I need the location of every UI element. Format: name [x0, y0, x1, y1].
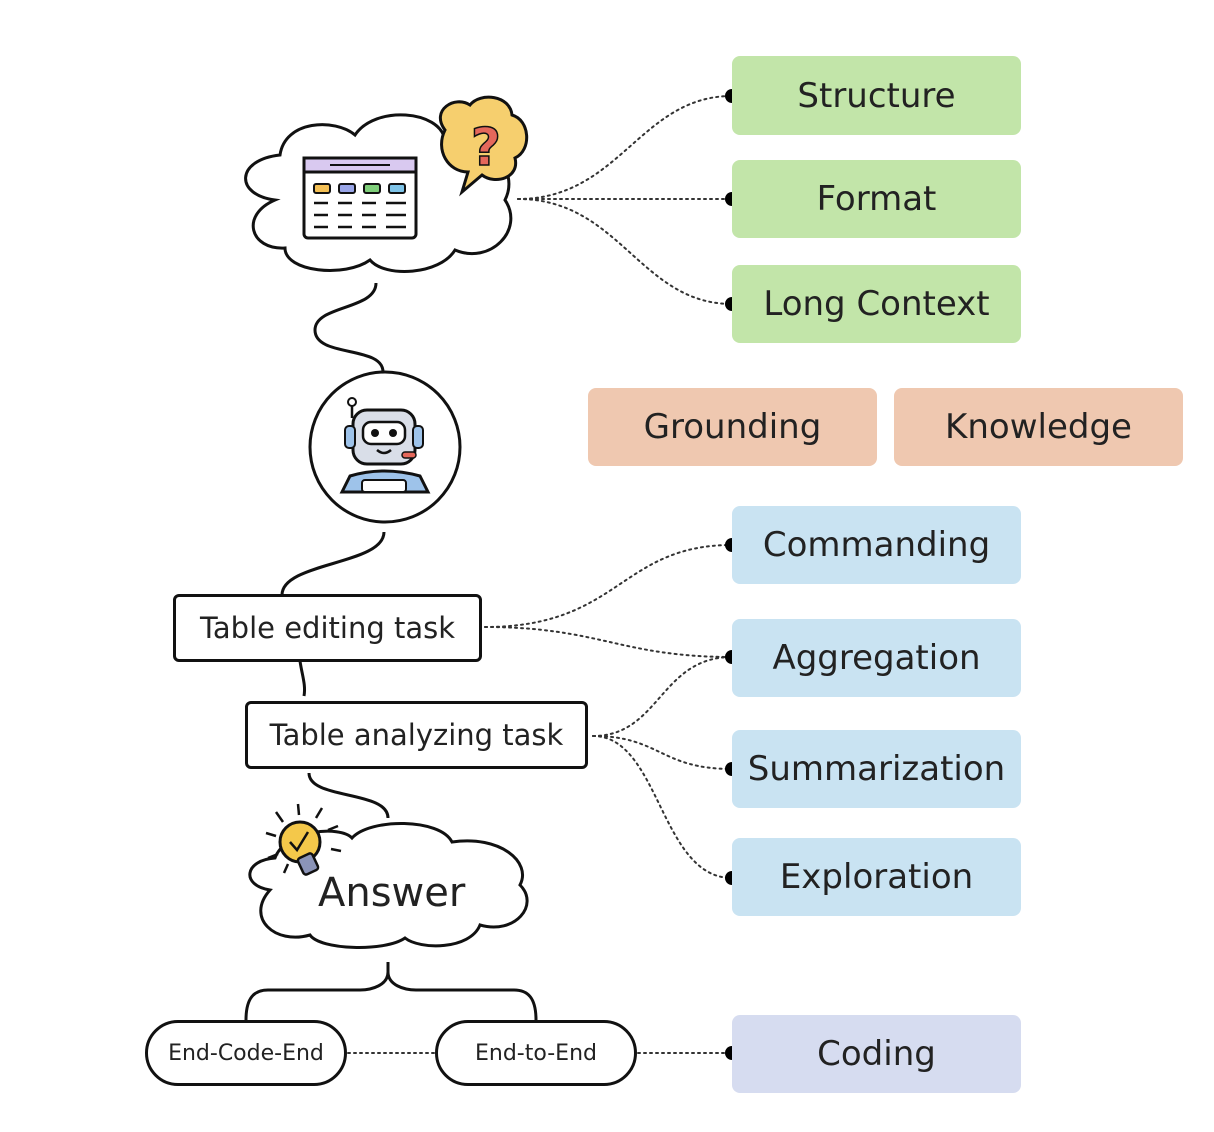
end-to-end-pill: End-to-End	[435, 1020, 637, 1086]
table-editing-task-box: Table editing task	[173, 594, 482, 662]
exploration-tag: Exploration	[732, 838, 1021, 916]
table-analyzing-task-box: Table analyzing task	[245, 701, 588, 769]
grounding-tag: Grounding	[588, 388, 877, 466]
long-context-tag: Long Context	[732, 265, 1021, 343]
structure-tag: Structure	[732, 56, 1021, 135]
end-code-end-pill: End-Code-End	[145, 1020, 347, 1086]
coding-tag: Coding	[732, 1015, 1021, 1093]
knowledge-tag: Knowledge	[894, 388, 1183, 466]
commanding-tag: Commanding	[732, 506, 1021, 584]
answer-label: Answer	[318, 870, 466, 916]
summarization-tag: Summarization	[732, 730, 1021, 808]
table-question-cloud-icon: ?	[244, 95, 529, 273]
svg-text:?: ?	[471, 118, 501, 178]
lightbulb-icon	[265, 803, 342, 876]
aggregation-tag: Aggregation	[732, 619, 1021, 697]
robot-icon	[308, 370, 462, 524]
format-tag: Format	[732, 160, 1021, 238]
